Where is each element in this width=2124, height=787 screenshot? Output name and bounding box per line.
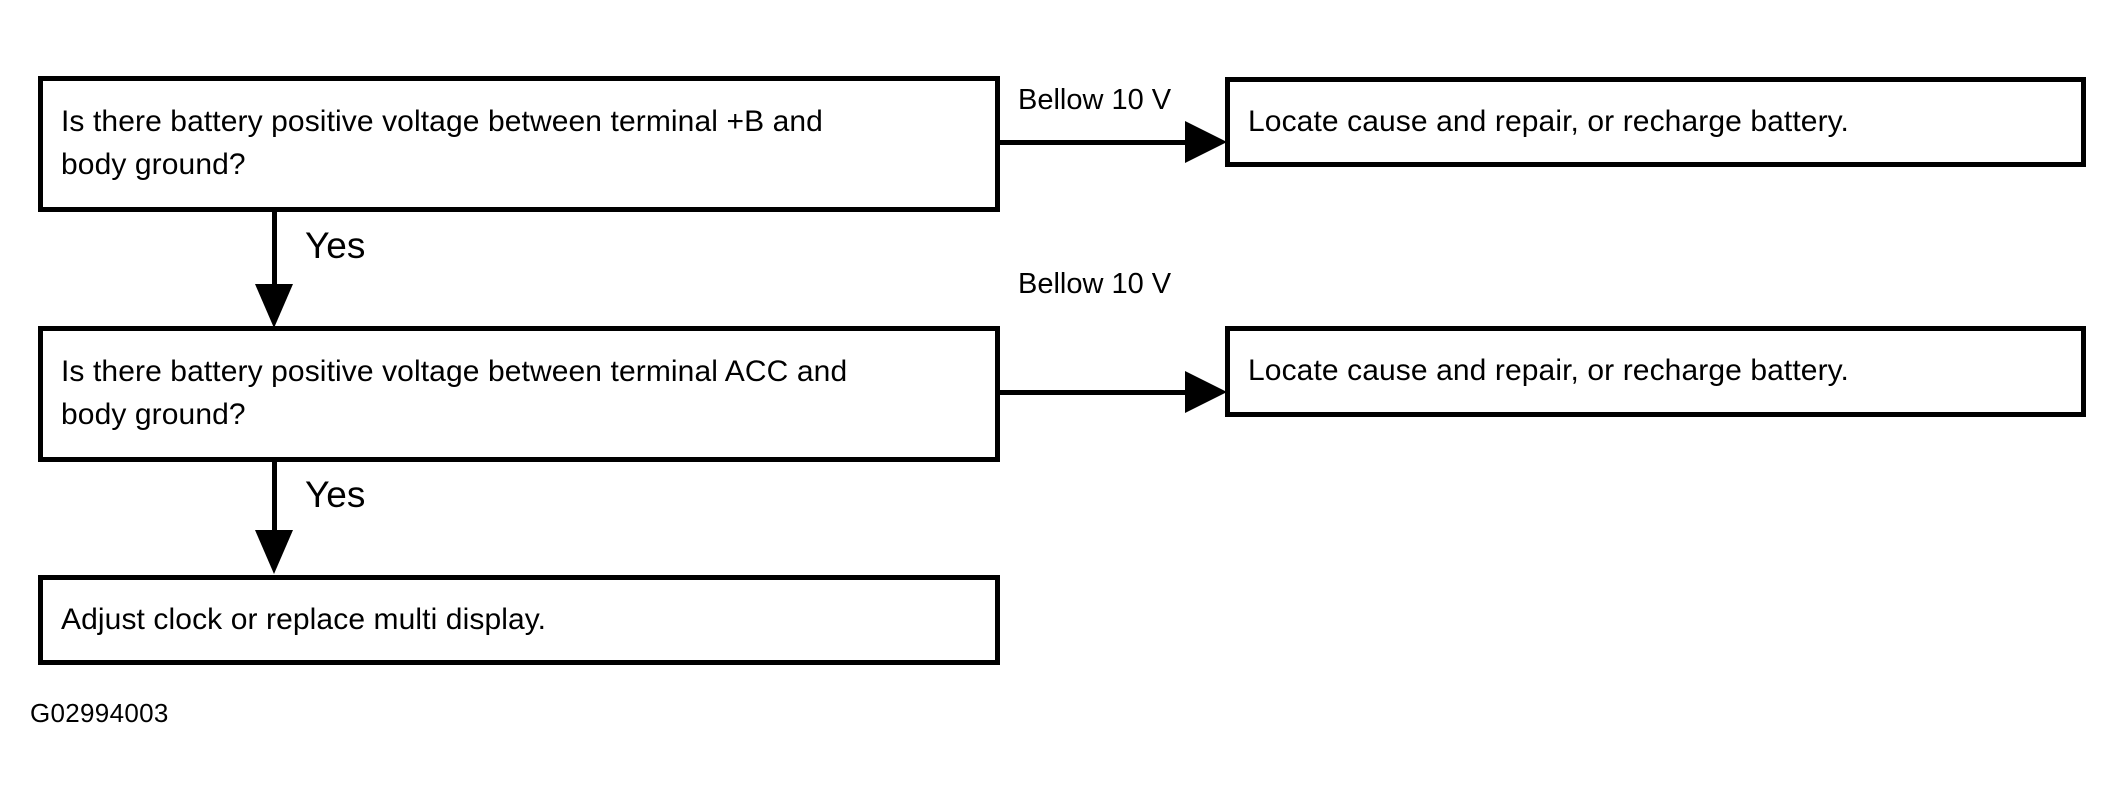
flowchart-node-outcome-recharge-2-label: Locate cause and repair, or recharge bat… [1248, 354, 1849, 388]
arrowhead-right-icon-q1-to-r1 [1185, 121, 1227, 163]
flowchart-node-outcome-recharge-1-label: Locate cause and repair, or recharge bat… [1248, 104, 1849, 138]
arrowhead-down-icon-q1-to-q2 [255, 284, 293, 328]
edge-label-yes-1: Yes [305, 225, 366, 266]
flowchart-node-question-acc-label: Is there battery positive voltage betwee… [61, 355, 848, 431]
flowchart-node-action-adjust-clock[interactable]: Adjust clock or replace multi display. [38, 575, 1000, 665]
flowchart-node-action-adjust-clock-label: Adjust clock or replace multi display. [61, 602, 547, 636]
arrowhead-right-icon-q2-to-r2 [1185, 371, 1227, 413]
edge-connector-q1-to-q2 [272, 212, 277, 292]
edge-label-bellow-10v-2: Bellow 10 V [1018, 268, 1172, 300]
arrowhead-down-icon-q2-to-a3 [255, 530, 293, 574]
flowchart-node-question-acc[interactable]: Is there battery positive voltage betwee… [38, 326, 1000, 462]
edge-connector-q1-to-r1 [1000, 140, 1185, 145]
figure-code-label: G02994003 [30, 698, 169, 728]
flowchart-node-question-b-plus[interactable]: Is there battery positive voltage betwee… [38, 76, 1000, 212]
flowchart-node-question-b-plus-label: Is there battery positive voltage betwee… [61, 105, 823, 181]
flowchart-node-outcome-recharge-1[interactable]: Locate cause and repair, or recharge bat… [1225, 77, 2086, 167]
edge-connector-q2-to-r2 [1000, 390, 1185, 395]
edge-label-bellow-10v-1: Bellow 10 V [1018, 84, 1172, 116]
edge-label-yes-2: Yes [305, 474, 366, 515]
flowchart-node-outcome-recharge-2[interactable]: Locate cause and repair, or recharge bat… [1225, 326, 2086, 417]
edge-connector-q2-to-a3 [272, 462, 277, 536]
